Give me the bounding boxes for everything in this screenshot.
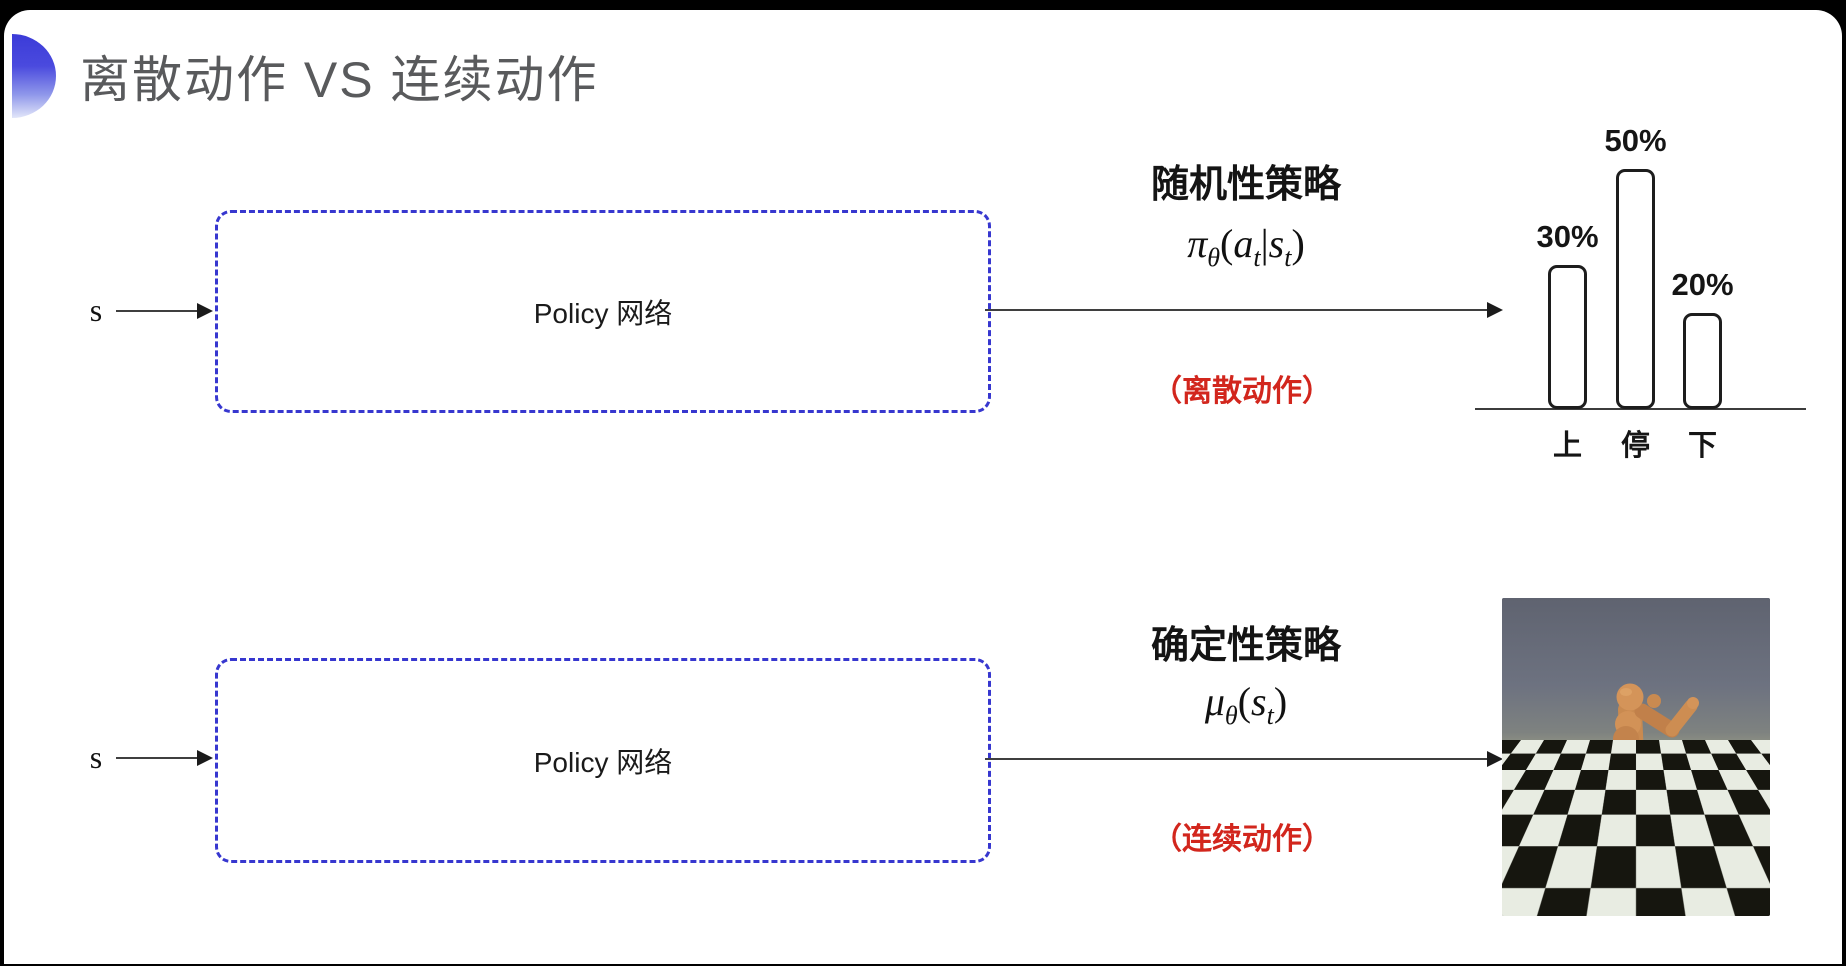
arrow-state-to-policy-top — [116, 303, 213, 319]
floor-warm-reflection — [1567, 855, 1687, 916]
deterministic-policy-formula: μθ(st) — [1204, 679, 1288, 730]
policy-network-label-top: Policy 网络 — [533, 297, 673, 329]
probability-bar — [1683, 313, 1722, 409]
arrow-state-to-policy-bottom — [116, 750, 213, 766]
bar-category-label: 下 — [1687, 430, 1717, 462]
bar-category-label: 上 — [1552, 430, 1582, 462]
arrow-policy-to-output-top — [985, 302, 1503, 318]
policy-network-box-top: Policy 网络 — [215, 210, 991, 413]
discrete-action-note: （离散动作） — [1152, 375, 1332, 408]
chart-baseline-axis — [1475, 408, 1806, 410]
bar-value-label: 20% — [1671, 267, 1734, 302]
state-input-label-top: s — [89, 292, 103, 328]
probability-bar — [1616, 169, 1655, 409]
humanoid-robot-figure — [1582, 683, 1699, 871]
arrow-policy-to-output-bottom — [985, 751, 1503, 767]
stochastic-policy-label: 随机性策略 — [1150, 164, 1341, 206]
slide-canvas: 离散动作 VS 连续动作 s Policy 网络 随机性策略 πθ(at|st)… — [4, 10, 1842, 964]
title-bullet-decoration — [12, 34, 56, 118]
state-input-label-bottom: s — [89, 739, 103, 775]
bar-category-label: 停 — [1620, 430, 1650, 462]
humanoid-simulation-image — [1502, 598, 1770, 916]
stochastic-policy-formula: πθ(at|st) — [1187, 221, 1305, 272]
bar-value-label: 50% — [1604, 123, 1667, 158]
policy-network-label-bottom: Policy 网络 — [533, 746, 673, 778]
page-title: 离散动作 VS 连续动作 — [80, 52, 599, 108]
continuous-action-note: （连续动作） — [1152, 823, 1332, 856]
probability-bar — [1548, 265, 1587, 409]
bar-value-label: 30% — [1536, 219, 1599, 254]
deterministic-policy-label: 确定性策略 — [1150, 625, 1341, 667]
policy-network-box-bottom: Policy 网络 — [215, 658, 991, 863]
